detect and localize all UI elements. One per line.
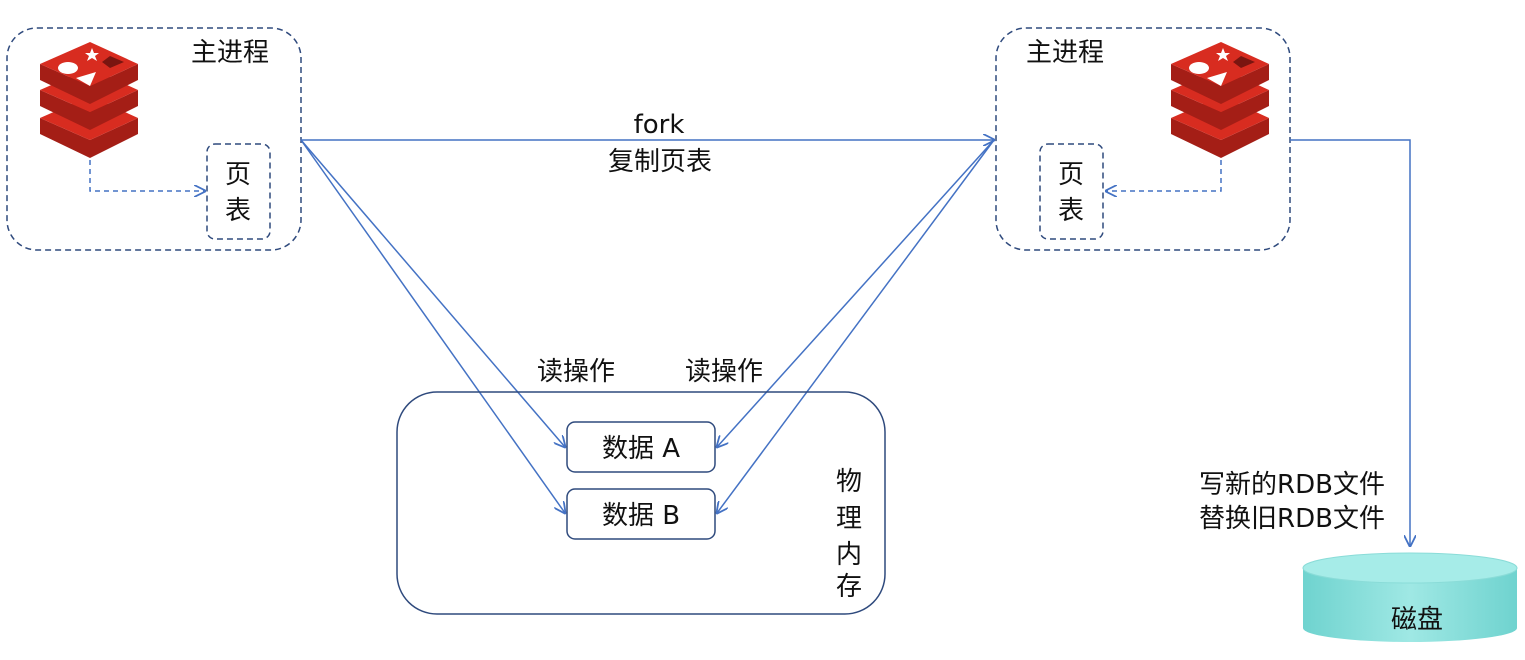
left-process-title: 主进程 [191, 38, 269, 68]
redis-logo-icon [1171, 42, 1269, 158]
disk-label: 磁盘 [1391, 605, 1443, 635]
left-page-table-char-1: 页 [225, 160, 251, 190]
right-logo-to-pagetable-arrow [1106, 160, 1222, 191]
physical-memory-group: 数据 A 数据 B 物 理 内 存 [396, 391, 886, 615]
disk-icon: 磁盘 [1302, 552, 1518, 642]
memory-label-char-4: 存 [836, 572, 862, 602]
data-a-box [566, 421, 716, 473]
data-a-label: 数据 A [602, 434, 680, 464]
rdb-line1: 写新的RDB文件 [1199, 470, 1385, 500]
right-page-table-char-2: 表 [1058, 196, 1084, 226]
right-read-label: 读操作 [685, 357, 763, 387]
fork-label: fork [634, 110, 685, 140]
right-read-arrow-a [717, 139, 995, 447]
data-b-box [566, 488, 716, 540]
left-process-box [6, 27, 302, 251]
redis-logo-icon [40, 42, 138, 158]
data-b-label: 数据 B [602, 501, 680, 531]
right-process-title: 主进程 [1026, 38, 1104, 68]
fork-sublabel: 复制页表 [608, 147, 712, 177]
memory-label-char-1: 物 [836, 467, 862, 497]
memory-label-char-2: 理 [836, 504, 862, 534]
rdb-write-arrow [1290, 139, 1410, 546]
left-read-arrow-b [300, 139, 565, 513]
left-logo-to-pagetable-arrow [89, 160, 205, 191]
left-read-label: 读操作 [537, 357, 615, 387]
right-read-arrow-b [717, 139, 995, 513]
right-process-box [995, 27, 1291, 251]
rdb-line2: 替换旧RDB文件 [1199, 504, 1385, 534]
physical-memory-box [396, 391, 886, 615]
right-page-table-box [1039, 143, 1104, 240]
left-read-arrow-a [300, 139, 565, 447]
left-page-table-box [206, 143, 271, 240]
memory-label-char-3: 内 [836, 540, 862, 570]
right-page-table-char-1: 页 [1058, 160, 1084, 190]
right-process-group: 主进程 页 表 [995, 27, 1291, 251]
left-process-group: 主进程 页 表 [6, 27, 302, 251]
left-page-table-char-2: 表 [225, 196, 251, 226]
